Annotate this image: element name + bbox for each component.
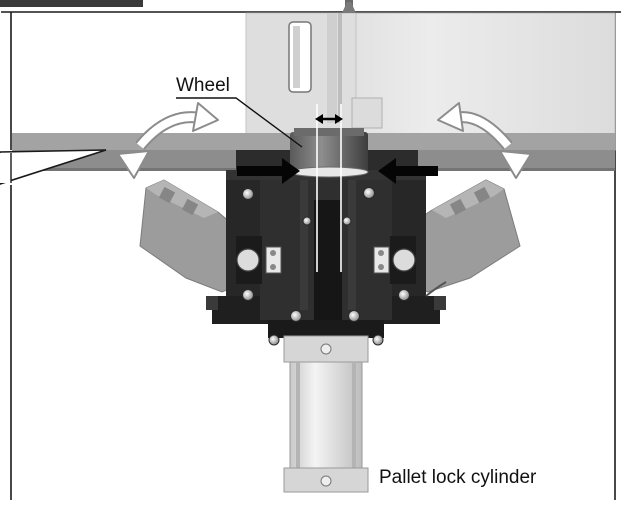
- wheel-label: Wheel: [176, 75, 230, 96]
- left-arm: [139, 179, 247, 293]
- right-rotation-arrow: [437, 102, 532, 179]
- clamp-arrows: [237, 158, 438, 184]
- side-pins: [236, 246, 416, 274]
- left-rotation-arrow: [117, 102, 219, 179]
- header-tab: [0, 0, 143, 7]
- upper-column: [245, 0, 616, 151]
- gap-double-arrow: [315, 114, 343, 124]
- bolts: [242, 187, 410, 346]
- cylinder-bottom-bolt: [320, 475, 332, 487]
- lock-body: [206, 150, 447, 338]
- gap-lines: [316, 104, 342, 272]
- pallet-lock-cylinder-label: Pallet lock cylinder: [379, 467, 537, 488]
- right-arm: [401, 179, 521, 293]
- callout-pointer: [0, 149, 107, 185]
- pallet-lock-cylinder: [283, 335, 369, 493]
- wheel-leader-line: [176, 97, 303, 148]
- cylinder-top-bolt: [320, 343, 332, 355]
- wheel: [289, 128, 369, 178]
